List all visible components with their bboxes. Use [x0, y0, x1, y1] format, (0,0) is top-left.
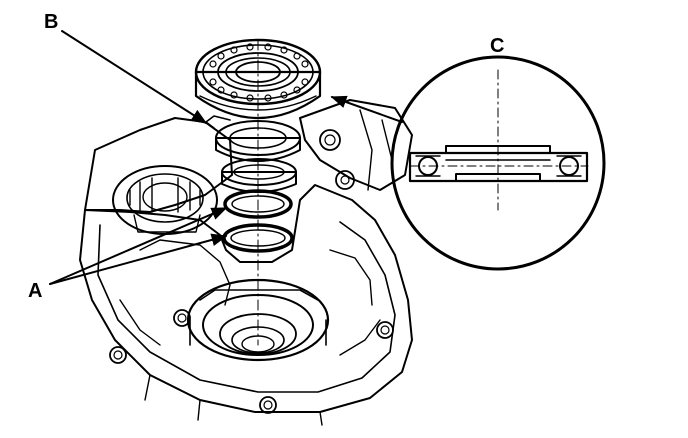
callout-label-b: B	[44, 11, 59, 33]
callout-label-a: A	[28, 280, 43, 302]
leader-a-upper	[49, 207, 228, 285]
transmission-housing	[79, 99, 413, 426]
shim-washer	[205, 115, 301, 162]
leader-b	[61, 30, 208, 124]
bearing-cross-section-detail	[390, 55, 606, 271]
spacer-collar	[221, 158, 297, 193]
callout-label-c: C	[490, 35, 505, 57]
ball-bearing	[194, 38, 322, 120]
leader-a-lower	[49, 233, 228, 285]
leader-c	[330, 95, 403, 123]
